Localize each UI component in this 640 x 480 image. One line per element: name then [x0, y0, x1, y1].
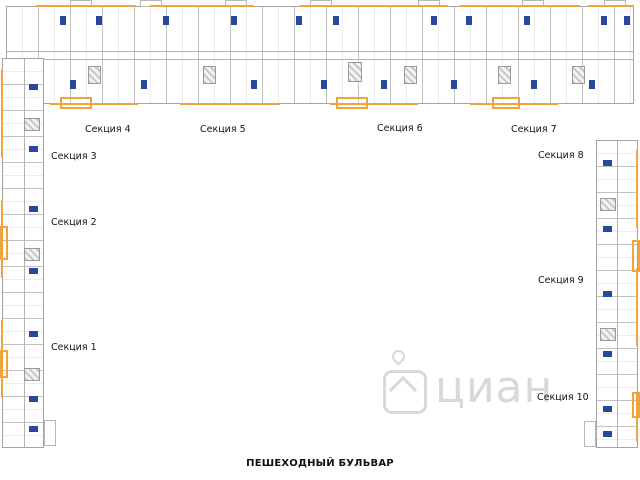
accent-line: [1, 70, 3, 158]
fixture-icon: [603, 406, 612, 412]
stair-core: [24, 368, 40, 381]
section-label-10: Секция 10: [537, 392, 589, 403]
stair-core: [600, 198, 616, 211]
section-label-4: Секция 4: [85, 124, 131, 135]
fixture-icon: [589, 80, 595, 89]
balcony-accent-outline: [492, 97, 520, 109]
accent-line: [636, 268, 638, 346]
fixture-icon: [29, 426, 38, 432]
accent-line: [300, 5, 448, 7]
stair-core: [572, 66, 585, 84]
accent-line: [460, 5, 580, 7]
accent-line: [636, 150, 638, 228]
fixture-icon: [29, 206, 38, 212]
balcony-accent-outline: [0, 350, 8, 378]
section-label-3: Секция 3: [51, 151, 97, 162]
fixture-icon: [603, 226, 612, 232]
accent-line: [588, 5, 634, 7]
section-label-9: Секция 9: [538, 275, 584, 286]
fixture-icon: [163, 16, 169, 25]
stair-core: [24, 118, 40, 131]
accent-line: [1, 320, 3, 398]
balcony-accent-outline: [632, 392, 640, 418]
balcony-outline: [584, 421, 596, 447]
fixture-icon: [603, 160, 612, 166]
fixture-icon: [29, 396, 38, 402]
fixture-icon: [29, 268, 38, 274]
accent-line: [50, 103, 138, 105]
balcony-accent-outline: [60, 97, 92, 109]
fixture-icon: [29, 331, 38, 337]
stair-core: [24, 248, 40, 261]
watermark-pin-icon: [389, 347, 408, 366]
accent-line: [636, 394, 638, 442]
fixture-icon: [251, 80, 257, 89]
accent-line: [330, 103, 418, 105]
fixture-icon: [29, 84, 38, 90]
fixture-icon: [603, 291, 612, 297]
fixture-icon: [296, 16, 302, 25]
fixture-icon: [603, 351, 612, 357]
fixture-icon: [96, 16, 102, 25]
section-label-5: Секция 5: [200, 124, 246, 135]
balcony-accent-outline: [336, 97, 368, 109]
fixture-icon: [466, 16, 472, 25]
stair-core: [203, 66, 216, 84]
balcony-accent-outline: [0, 226, 8, 260]
fixture-icon: [624, 16, 630, 25]
stair-core: [88, 66, 101, 84]
section-label-6: Секция 6: [377, 123, 423, 134]
fixture-icon: [601, 16, 607, 25]
fixture-icon: [321, 80, 327, 89]
stair-core: [404, 66, 417, 84]
fixture-icon: [231, 16, 237, 25]
fixture-icon: [381, 80, 387, 89]
accent-line: [180, 103, 280, 105]
accent-line: [36, 5, 136, 7]
fixture-icon: [29, 146, 38, 152]
fixture-icon: [70, 80, 76, 89]
stair-core: [600, 328, 616, 341]
fixture-icon: [431, 16, 437, 25]
fixture-icon: [524, 16, 530, 25]
fixture-icon: [603, 431, 612, 437]
section-label-7: Секция 7: [511, 124, 557, 135]
watermark-text: циан: [435, 362, 554, 413]
balcony-accent-outline: [632, 240, 640, 272]
accent-line: [1, 200, 3, 278]
fixture-icon: [333, 16, 339, 25]
fixture-icon: [531, 80, 537, 89]
stair-core: [348, 62, 362, 82]
accent-line: [470, 103, 558, 105]
watermark-house-icon: [383, 370, 427, 414]
fixture-icon: [451, 80, 457, 89]
watermark: циан: [383, 347, 552, 418]
section-label-8: Секция 8: [538, 150, 584, 161]
fixture-icon: [141, 80, 147, 89]
section-label-1: Секция 1: [51, 342, 97, 353]
accent-line: [150, 5, 254, 7]
stair-core: [498, 66, 511, 84]
section-label-2: Секция 2: [51, 217, 97, 228]
street-label: ПЕШЕХОДНЫЙ БУЛЬВАР: [246, 458, 394, 469]
balcony-outline: [44, 420, 56, 446]
fixture-icon: [60, 16, 66, 25]
